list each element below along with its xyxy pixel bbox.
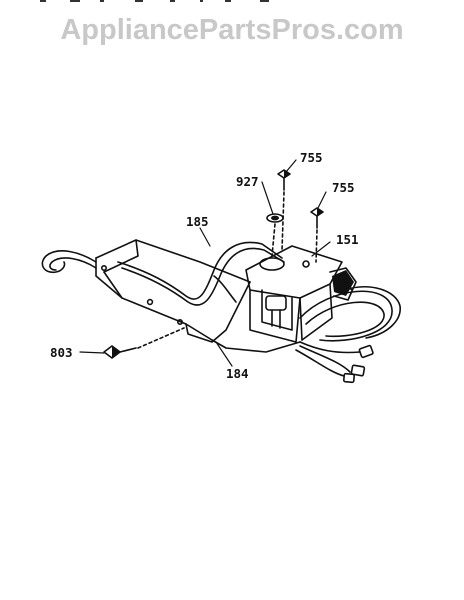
washer-fill: [271, 216, 279, 220]
scan-artifact: [40, 0, 269, 2]
label-927: 927: [236, 174, 259, 189]
leader-803: [79, 351, 105, 354]
leader-755-top: [285, 159, 297, 173]
motor-disc: [299, 286, 401, 342]
motor-clip-fill: [332, 270, 354, 296]
label-803: 803: [50, 345, 73, 360]
label-755-top: 755: [300, 150, 323, 165]
leader-927: [261, 181, 274, 215]
wire-leads: [295, 341, 374, 384]
bracket-184: [95, 239, 301, 353]
leader-151: [311, 241, 331, 257]
screw-head-fill: [284, 170, 290, 178]
leader-184: [215, 341, 233, 367]
hook-end: [41, 250, 97, 274]
leader-185: [199, 227, 211, 247]
label-755-right: 755: [332, 180, 355, 195]
wire-harness-185: [117, 241, 285, 306]
site-watermark: AppliancePartsPros.com: [60, 14, 404, 46]
label-185: 185: [186, 214, 209, 229]
label-151: 151: [336, 232, 359, 247]
label-184: 184: [226, 366, 249, 381]
leader-755-right: [317, 191, 327, 209]
